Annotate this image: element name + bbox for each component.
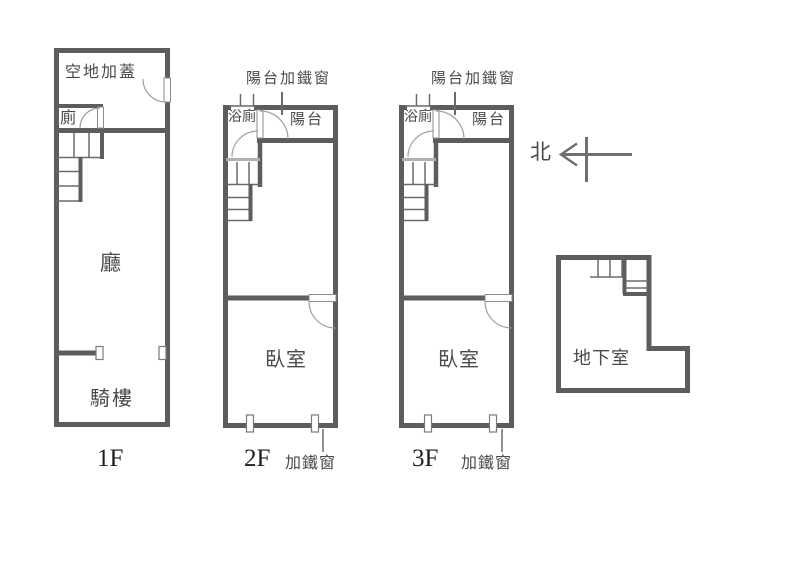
1f-living-room-label: 廳	[100, 251, 121, 275]
2f-bedroom-label: 臥室	[265, 347, 307, 371]
2f-balcony-note-label: 陽台加鐵窗	[246, 69, 332, 87]
1f-stairs	[56, 131, 104, 202]
2f-stairs	[226, 162, 262, 222]
3f-bottom-window-right	[488, 414, 498, 433]
2f-bathroom-window-marker	[229, 94, 256, 107]
1f-open-space-label: 空地加蓋	[65, 62, 138, 81]
3f-floor-tag: 3F	[412, 445, 439, 472]
basement-outer-walls	[556, 255, 690, 393]
basement-stairs	[590, 258, 649, 296]
2f-outer-walls	[223, 105, 338, 428]
3f-bathroom-label: 浴廁	[404, 109, 432, 125]
2f-bathroom-door-arc	[231, 130, 259, 158]
3f-balcony-note-label: 陽台加鐵窗	[431, 69, 517, 87]
1f-entry-door-leaf	[163, 77, 171, 103]
2f-balcony-door-arc	[259, 110, 289, 140]
2f-bedroom-door-arc	[308, 301, 336, 329]
2f-balcony-door-leaf	[256, 109, 264, 139]
3f-balcony-door-arc	[435, 110, 465, 140]
3f-bedroom-door-leaf	[484, 294, 513, 302]
3f-stairs	[402, 162, 438, 222]
2f-bottom-window-left	[245, 414, 255, 433]
2f-floor-tag: 2F	[244, 445, 271, 472]
2f-window-note-label: 加鐵窗	[285, 453, 337, 472]
1f-toilet-door-arc	[79, 107, 101, 129]
3f-outer-walls	[399, 105, 514, 428]
1f-toilet-door-leaf	[97, 106, 104, 129]
1f-arcade-wall-cap	[95, 345, 104, 361]
north-arrow-head	[558, 142, 578, 167]
3f-bedroom-label: 臥室	[438, 347, 480, 371]
1f-right-wall-opening	[158, 345, 167, 361]
3f-bottom-window-left	[423, 414, 433, 433]
3f-balcony-door-leaf	[432, 109, 440, 139]
1f-arcade-label: 騎樓	[90, 386, 134, 410]
floor-1f-plan	[54, 48, 171, 427]
basement-label: 地下室	[573, 348, 630, 369]
1f-toilet-label: 廁	[60, 108, 77, 127]
2f-bedroom-door-leaf	[308, 294, 337, 302]
3f-bathroom-door-arc	[407, 130, 435, 158]
1f-outer-walls	[54, 48, 170, 427]
1f-entry-door-arc	[142, 78, 167, 103]
3f-balcony-label: 陽台	[472, 110, 507, 128]
3f-window-note-label: 加鐵窗	[461, 453, 513, 472]
basement-plan	[556, 255, 690, 393]
north-label: 北	[530, 140, 551, 164]
3f-bathroom-window-marker	[405, 94, 432, 107]
2f-bathroom-label: 浴廁	[228, 109, 256, 125]
2f-balcony-label: 陽台	[290, 110, 325, 128]
floor-2f-plan	[223, 92, 338, 452]
1f-floor-tag: 1F	[97, 445, 124, 472]
floor-3f-plan	[399, 92, 514, 452]
2f-bottom-window-right	[310, 414, 320, 433]
3f-bedroom-door-arc	[484, 301, 512, 329]
north-arrow	[558, 137, 632, 182]
